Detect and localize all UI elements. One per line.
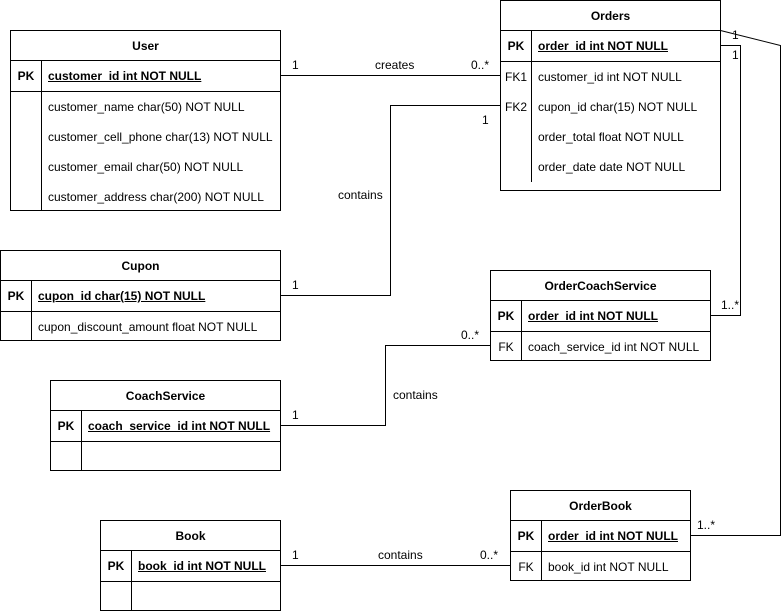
entity-cupon[interactable]: Cupon PK cupon_id char(15) NOT NULL cupo… xyxy=(0,250,281,341)
key-column-divider xyxy=(541,521,542,580)
entity-order-coach-service[interactable]: OrderCoachService PK order_id int NOT NU… xyxy=(490,270,711,361)
rel-orders-ob-card-from: 1 xyxy=(732,28,739,42)
pk-marker: PK xyxy=(107,559,125,573)
rel-coach-ocs-line xyxy=(280,345,491,426)
key-column-divider xyxy=(531,31,532,182)
pk-field: customer_id int NOT NULL xyxy=(48,69,202,83)
pk-row: PK order_id int NOT NULL xyxy=(501,31,720,62)
rel-coach-ocs-card-to: 0..* xyxy=(461,328,479,342)
field-name: coach_service_id int NOT NULL xyxy=(528,340,700,354)
key-marker xyxy=(501,152,531,182)
entity-title: Orders xyxy=(501,1,720,31)
field-row: customer_name char(50) NOT NULL xyxy=(11,92,280,122)
field-row: customer_email char(50) NOT NULL xyxy=(11,152,280,182)
fk-marker: FK xyxy=(498,340,514,354)
rel-cupon-orders-card-to: 1 xyxy=(482,113,489,127)
pk-marker: PK xyxy=(57,419,75,433)
field-name: customer_cell_phone char(13) NOT NULL xyxy=(48,130,273,144)
field-name: customer_address char(200) NOT NULL xyxy=(48,190,264,204)
entity-title: User xyxy=(11,31,280,61)
rel-orders-ob-card-to: 1..* xyxy=(697,518,715,532)
key-column-divider xyxy=(81,411,82,470)
pk-row: PK order_id int NOT NULL xyxy=(511,521,690,552)
entity-user[interactable]: User PK customer_id int NOT NULL custome… xyxy=(10,30,281,211)
key-column-divider xyxy=(131,551,132,610)
entity-orders[interactable]: Orders PK order_id int NOT NULL FK1 cust… xyxy=(500,0,721,191)
field-row: cupon_discount_amount float NOT NULL xyxy=(1,312,280,342)
rel-book-ob-card-from: 1 xyxy=(292,548,299,562)
empty-field-row xyxy=(51,442,280,472)
pk-row: PK book_id int NOT NULL xyxy=(101,551,280,582)
rel-user-orders-label: creates xyxy=(375,58,414,72)
field-name: customer_name char(50) NOT NULL xyxy=(48,100,245,114)
field-row: customer_cell_phone char(13) NOT NULL xyxy=(11,122,280,152)
entity-title: Cupon xyxy=(1,251,280,281)
entity-book[interactable]: Book PK book_id int NOT NULL xyxy=(100,520,281,611)
field-row: FK book_id int NOT NULL xyxy=(511,552,690,582)
rel-coach-ocs-card-from: 1 xyxy=(292,408,299,422)
entity-title: OrderCoachService xyxy=(491,271,710,301)
pk-marker: PK xyxy=(507,39,525,53)
field-row: order_date date NOT NULL xyxy=(501,152,720,182)
field-row: FK2 cupon_id char(15) NOT NULL xyxy=(501,92,720,122)
pk-row: PK coach_service_id int NOT NULL xyxy=(51,411,280,442)
field-name: customer_email char(50) NOT NULL xyxy=(48,160,244,174)
entity-order-book[interactable]: OrderBook PK order_id int NOT NULL FK bo… xyxy=(510,490,691,581)
key-column-divider xyxy=(31,281,32,340)
rel-user-orders-card-from: 1 xyxy=(292,58,299,72)
field-name: order_date date NOT NULL xyxy=(538,160,686,174)
rel-cupon-orders-card-from: 1 xyxy=(292,278,299,292)
field-row: order_total float NOT NULL xyxy=(501,122,720,152)
rel-cupon-orders-line xyxy=(280,105,501,296)
key-column-divider xyxy=(521,301,522,360)
pk-marker: PK xyxy=(17,69,35,83)
pk-marker: PK xyxy=(497,309,515,323)
pk-field: book_id int NOT NULL xyxy=(138,559,266,573)
field-name: customer_id int NOT NULL xyxy=(538,70,682,84)
pk-marker: PK xyxy=(7,289,25,303)
field-name: book_id int NOT NULL xyxy=(548,560,669,574)
pk-marker: PK xyxy=(517,529,535,543)
empty-field-row xyxy=(101,582,280,612)
entity-coach-service[interactable]: CoachService PK coach_service_id int NOT… xyxy=(50,380,281,471)
rel-book-ob-card-to: 0..* xyxy=(480,548,498,562)
rel-orders-ocs-line xyxy=(710,45,741,316)
pk-field: order_id int NOT NULL xyxy=(528,309,658,323)
key-column-divider xyxy=(41,61,42,210)
field-row: customer_address char(200) NOT NULL xyxy=(11,182,280,212)
fk-marker: FK1 xyxy=(504,70,527,84)
rel-coach-ocs-label: contains xyxy=(393,388,438,402)
field-name: cupon_id char(15) NOT NULL xyxy=(538,100,698,114)
pk-field: order_id int NOT NULL xyxy=(538,39,668,53)
rel-book-ob-label: contains xyxy=(378,548,423,562)
field-name: cupon_discount_amount float NOT NULL xyxy=(38,320,258,334)
rel-orders-ocs-card-to: 1..* xyxy=(721,298,739,312)
fk-marker: FK xyxy=(518,560,534,574)
pk-row: PK cupon_id char(15) NOT NULL xyxy=(1,281,280,312)
rel-cupon-orders-label: contains xyxy=(338,188,383,202)
field-name: order_total float NOT NULL xyxy=(538,130,684,144)
fk-marker: FK2 xyxy=(504,100,527,114)
rel-orders-ob-line xyxy=(690,30,781,536)
rel-orders-ocs-card-from: 1 xyxy=(732,48,739,62)
pk-field: cupon_id char(15) NOT NULL xyxy=(38,289,206,303)
field-row: FK coach_service_id int NOT NULL xyxy=(491,332,710,362)
pk-field: coach_service_id int NOT NULL xyxy=(88,419,271,433)
key-marker xyxy=(501,122,531,152)
pk-row: PK order_id int NOT NULL xyxy=(491,301,710,332)
pk-field: order_id int NOT NULL xyxy=(548,529,678,543)
entity-title: OrderBook xyxy=(511,491,690,521)
field-row: FK1 customer_id int NOT NULL xyxy=(501,62,720,92)
entity-title: Book xyxy=(101,521,280,551)
pk-row: PK customer_id int NOT NULL xyxy=(11,61,280,92)
rel-user-orders-card-to: 0..* xyxy=(471,58,489,72)
entity-title: CoachService xyxy=(51,381,280,411)
